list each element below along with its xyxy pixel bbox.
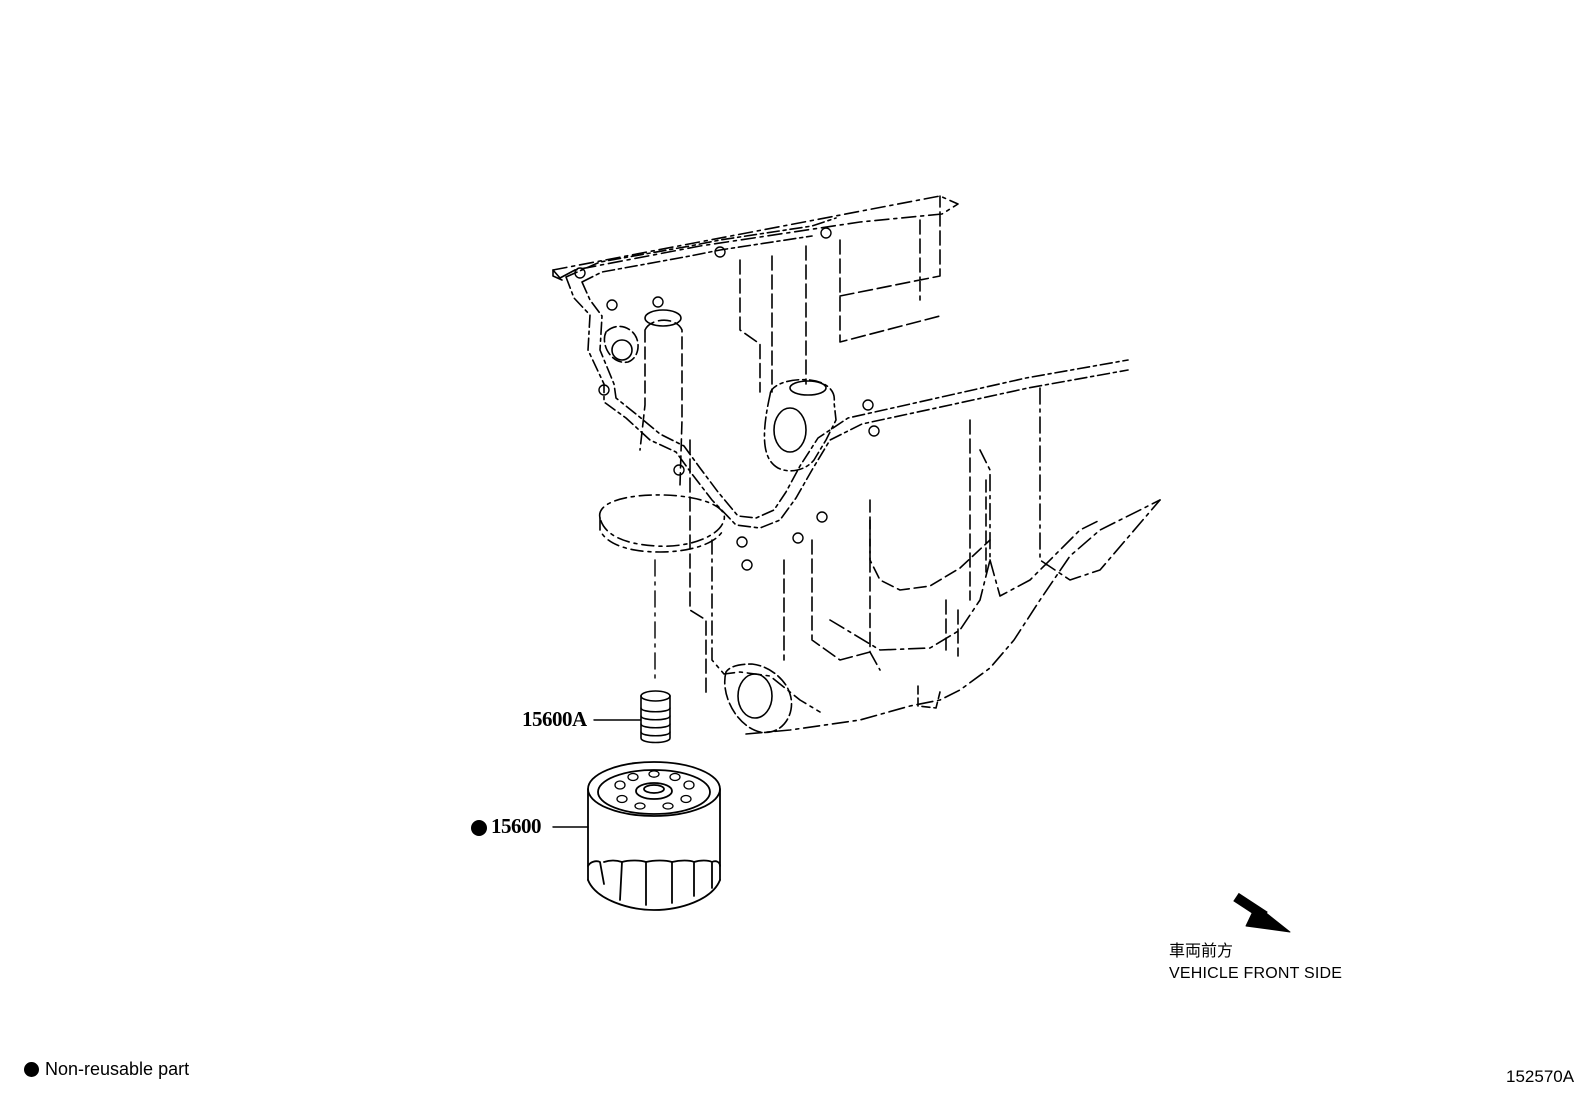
part-number-15600a-label: 15600A bbox=[522, 707, 587, 731]
union-15600a-part bbox=[640, 690, 671, 744]
filter-mount-boss bbox=[599, 494, 725, 547]
vehicle-front-label-jp: 車両前方 bbox=[1169, 943, 1234, 960]
block-body-left-wall bbox=[711, 539, 821, 713]
part-number-15600-label: 15600 bbox=[491, 814, 542, 838]
vehicle-front-arrow-icon bbox=[1233, 892, 1291, 933]
outlet-pipe-opening bbox=[737, 673, 773, 719]
left-boss-cluster bbox=[603, 325, 639, 363]
lower-housing-bottom bbox=[745, 499, 1161, 735]
lower-housing-ridge bbox=[869, 479, 991, 591]
block-body-inner-wall bbox=[739, 195, 941, 393]
block-body-lower-wall bbox=[689, 439, 881, 695]
crank-bearing-bore bbox=[773, 407, 807, 453]
oil-pan-top-flange-lip bbox=[552, 269, 576, 281]
oil-filter-15600-part bbox=[587, 761, 721, 911]
oil-pan-assembly bbox=[552, 195, 1161, 735]
figure-id-label: 152570A bbox=[1506, 1067, 1575, 1086]
oil-pan-top-flange-edge bbox=[552, 195, 959, 271]
legend-non-reusable-text: Non-reusable part bbox=[45, 1059, 190, 1079]
vehicle-front-label-en: VEHICLE FRONT SIDE bbox=[1169, 965, 1343, 982]
oil-pan-gasket-inner bbox=[581, 235, 1129, 519]
crank-bearing-boss bbox=[763, 378, 837, 472]
housing-ribs bbox=[945, 419, 971, 657]
outlet-pipe bbox=[724, 663, 793, 734]
oil-pan-gasket-outline bbox=[565, 217, 1129, 529]
filter-mount-tower bbox=[639, 319, 683, 486]
filter-mount-boss-side bbox=[599, 517, 723, 553]
non-reusable-marker-icon bbox=[471, 820, 487, 836]
filter-mount-tower-top bbox=[644, 309, 682, 327]
flange-bolt-holes bbox=[574, 227, 880, 571]
lower-housing-outline bbox=[829, 387, 1161, 651]
left-boss-bore bbox=[611, 339, 633, 361]
crank-bearing-top bbox=[789, 380, 827, 396]
legend-filled-circle-icon bbox=[24, 1062, 39, 1077]
drain-stud bbox=[917, 685, 941, 709]
